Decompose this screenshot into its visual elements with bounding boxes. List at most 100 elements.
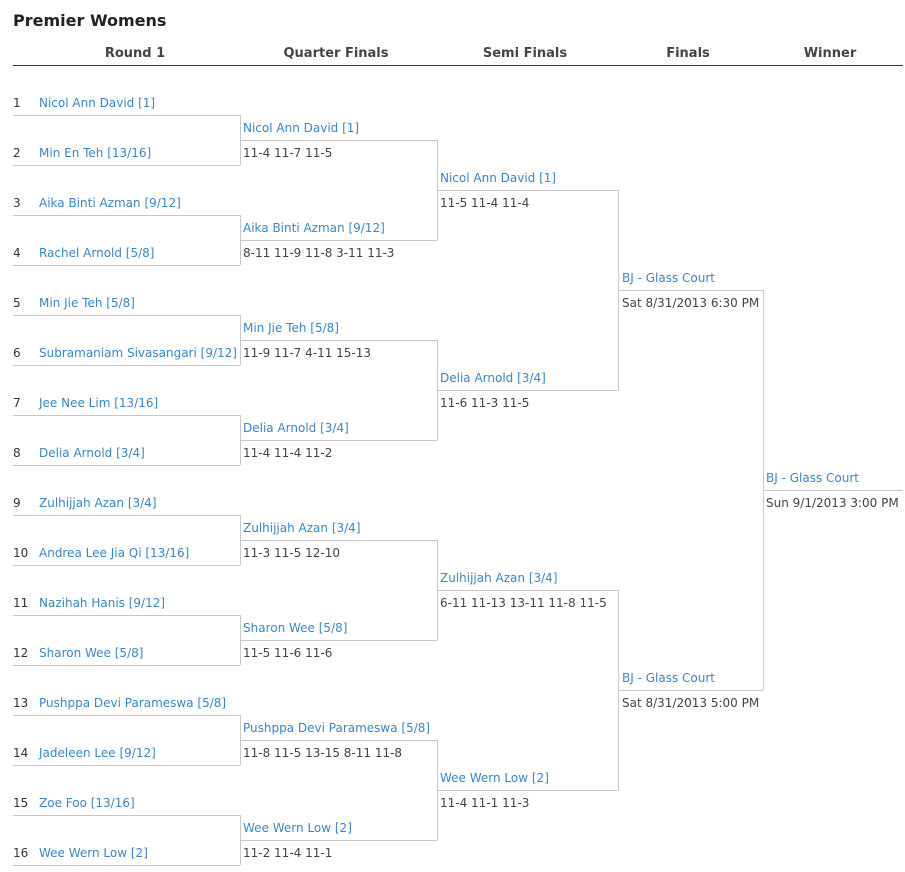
bracket-line: [240, 640, 437, 641]
bracket-line: [240, 540, 437, 541]
seed-number: 7: [13, 396, 21, 410]
match-score: 11-3 11-5 12-10: [243, 546, 340, 560]
seed-number: 12: [13, 646, 29, 660]
bracket-line: [437, 190, 618, 191]
match-score: Sat 8/31/2013 6:30 PM: [622, 296, 760, 310]
court-link[interactable]: BJ - Glass Court: [622, 271, 715, 285]
match-score: 11-9 11-7 4-11 15-13: [243, 346, 372, 360]
player-link[interactable]: Delia Arnold [3/4]: [440, 371, 546, 385]
bracket-line: [618, 290, 763, 291]
seed-number: 4: [13, 246, 21, 260]
match-score: 11-5 11-4 11-4: [440, 196, 530, 210]
player-link[interactable]: Pushppa Devi Parameswa [5/8]: [39, 696, 227, 710]
player-link[interactable]: Wee Wern Low [2]: [243, 821, 352, 835]
bracket-line: [437, 390, 618, 391]
player-link[interactable]: Min Jie Teh [5/8]: [39, 296, 135, 310]
seed-number: 5: [13, 296, 21, 310]
seed-number: 2: [13, 146, 21, 160]
match-score: 11-4 11-4 11-2: [243, 446, 333, 460]
match-score: 11-4 11-1 11-3: [440, 796, 530, 810]
bracket-line: [13, 565, 240, 566]
bracket-line: [240, 840, 437, 841]
court-link[interactable]: BJ - Glass Court: [766, 471, 859, 485]
player-link[interactable]: Aika Binti Azman [9/12]: [243, 221, 385, 235]
player-link[interactable]: Nicol Ann David [1]: [39, 96, 156, 110]
player-link[interactable]: Jee Nee Lim [13/16]: [39, 396, 159, 410]
match-score: Sat 8/31/2013 5:00 PM: [622, 696, 760, 710]
bracket-line: [618, 690, 763, 691]
bracket-line: [763, 490, 903, 491]
player-link[interactable]: Nicol Ann David [1]: [440, 171, 557, 185]
seed-number: 13: [13, 696, 29, 710]
seed-number: 15: [13, 796, 29, 810]
match-score: 8-11 11-9 11-8 3-11 11-3: [243, 246, 395, 260]
match-score: 11-5 11-6 11-6: [243, 646, 333, 660]
bracket-line: [13, 815, 240, 816]
bracket-line: [13, 365, 240, 366]
player-link[interactable]: Zulhijjah Azan [3/4]: [440, 571, 558, 585]
bracket-line: [13, 465, 240, 466]
match-score: Sun 9/1/2013 3:00 PM: [766, 496, 899, 510]
page-title: Premier Womens: [13, 11, 167, 30]
match-score: 6-11 11-13 13-11 11-8 11-5: [440, 596, 607, 610]
player-link[interactable]: Zoe Foo [13/16]: [39, 796, 135, 810]
player-link[interactable]: Min Jie Teh [5/8]: [243, 321, 339, 335]
header-divider: [13, 65, 903, 66]
bracket-line: [13, 615, 240, 616]
seed-number: 1: [13, 96, 21, 110]
player-link[interactable]: Nicol Ann David [1]: [243, 121, 360, 135]
player-link[interactable]: Nazihah Hanis [9/12]: [39, 596, 166, 610]
match-score: 11-2 11-4 11-1: [243, 846, 333, 860]
seed-number: 8: [13, 446, 21, 460]
bracket-line: [13, 865, 240, 866]
player-link[interactable]: Sharon Wee [5/8]: [243, 621, 348, 635]
column-header: Semi Finals: [482, 46, 568, 61]
column-header: Winner: [803, 46, 857, 61]
seed-number: 16: [13, 846, 29, 860]
column-header: Finals: [666, 46, 710, 61]
seed-number: 10: [13, 546, 29, 560]
player-link[interactable]: Zulhijjah Azan [3/4]: [243, 521, 361, 535]
bracket-line: [13, 515, 240, 516]
seed-number: 9: [13, 496, 21, 510]
bracket-line: [437, 590, 618, 591]
bracket-line: [13, 165, 240, 166]
bracket-line: [13, 765, 240, 766]
bracket-line: [13, 715, 240, 716]
player-link[interactable]: Pushppa Devi Parameswa [5/8]: [243, 721, 431, 735]
bracket-line: [13, 115, 240, 116]
bracket-line: [13, 315, 240, 316]
bracket-line: [13, 265, 240, 266]
seed-number: 14: [13, 746, 29, 760]
bracket-line: [13, 415, 240, 416]
column-header: Quarter Finals: [283, 46, 389, 61]
player-link[interactable]: Sharon Wee [5/8]: [39, 646, 144, 660]
player-link[interactable]: Wee Wern Low [2]: [440, 771, 549, 785]
bracket-line: [437, 790, 618, 791]
bracket-line: [240, 140, 437, 141]
player-link[interactable]: Delia Arnold [3/4]: [39, 446, 145, 460]
player-link[interactable]: Jadeleen Lee [9/12]: [39, 746, 156, 760]
player-link[interactable]: Delia Arnold [3/4]: [243, 421, 349, 435]
column-header: Round 1: [104, 46, 166, 61]
match-score: 11-8 11-5 13-15 8-11 11-8: [243, 746, 403, 760]
bracket-line: [13, 665, 240, 666]
player-link[interactable]: Subramaniam Sivasangari [9/12]: [39, 346, 237, 360]
player-link[interactable]: Zulhijjah Azan [3/4]: [39, 496, 157, 510]
player-link[interactable]: Rachel Arnold [5/8]: [39, 246, 155, 260]
bracket-line: [240, 740, 437, 741]
player-link[interactable]: Aika Binti Azman [9/12]: [39, 196, 181, 210]
player-link[interactable]: Min En Teh [13/16]: [39, 146, 152, 160]
player-link[interactable]: Wee Wern Low [2]: [39, 846, 148, 860]
seed-number: 6: [13, 346, 21, 360]
bracket-line: [13, 215, 240, 216]
seed-number: 3: [13, 196, 21, 210]
match-score: 11-6 11-3 11-5: [440, 396, 530, 410]
match-score: 11-4 11-7 11-5: [243, 146, 333, 160]
bracket-line: [240, 440, 437, 441]
seed-number: 11: [13, 596, 29, 610]
bracket-line: [240, 340, 437, 341]
court-link[interactable]: BJ - Glass Court: [622, 671, 715, 685]
bracket-line: [240, 240, 437, 241]
player-link[interactable]: Andrea Lee Jia Qi [13/16]: [39, 546, 190, 560]
